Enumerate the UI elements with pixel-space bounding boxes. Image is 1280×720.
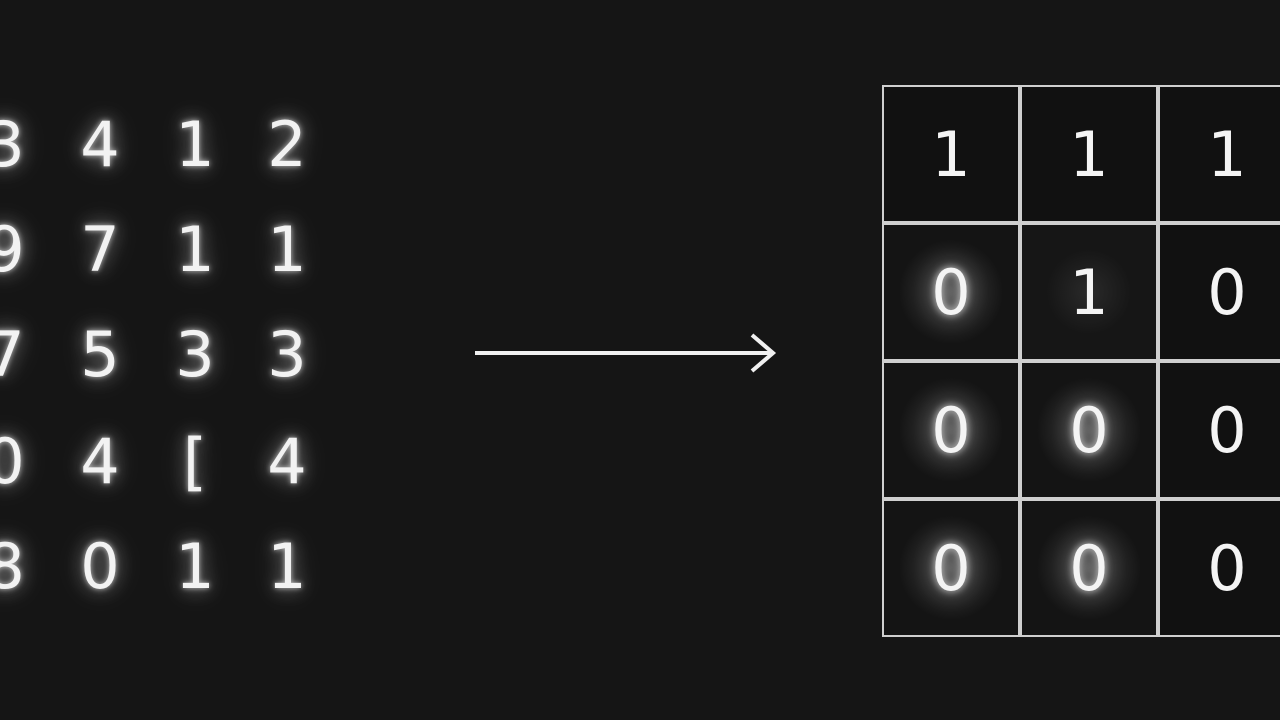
input-cell: 1 — [175, 213, 215, 286]
input-cell: 1 — [267, 213, 307, 286]
output-cell-value: 0 — [1069, 531, 1109, 605]
input-cell: 4 — [80, 425, 120, 498]
output-cell: 1 — [882, 85, 1020, 223]
output-cell-value: 1 — [1207, 117, 1247, 191]
output-cell-value: 1 — [1069, 117, 1109, 191]
input-cell: 3 — [175, 318, 215, 391]
output-cell: 0 — [1158, 361, 1280, 499]
output-cell: 0 — [1158, 223, 1280, 361]
input-cell: 0 — [80, 530, 120, 603]
output-cell: 0 — [1020, 499, 1158, 637]
output-cell-value: 0 — [1207, 531, 1247, 605]
output-cell: 1 — [1020, 223, 1158, 361]
input-cell: 0 — [0, 425, 25, 498]
output-cell-value: 0 — [1207, 255, 1247, 329]
input-cell: 1 — [175, 530, 215, 603]
input-cell: 3 — [267, 318, 307, 391]
input-cell: 1 — [175, 108, 215, 181]
output-cell: 0 — [1158, 499, 1280, 637]
input-cell: 8 — [0, 530, 25, 603]
input-cell: 7 — [0, 318, 25, 391]
output-cell: 0 — [882, 223, 1020, 361]
output-cell-value: 0 — [1207, 393, 1247, 467]
output-cell: 0 — [882, 499, 1020, 637]
input-cell: 9 — [0, 213, 25, 286]
input-cell: 4 — [80, 108, 120, 181]
input-cell: 3 — [0, 108, 25, 181]
output-cell-value: 0 — [931, 255, 971, 329]
output-cell-value: 0 — [931, 531, 971, 605]
input-cell: 4 — [267, 425, 307, 498]
output-cell: 1 — [1020, 85, 1158, 223]
output-cell-value: 0 — [1069, 393, 1109, 467]
output-cell: 0 — [882, 361, 1020, 499]
input-cell: 1 — [267, 530, 307, 603]
output-cell: 1 — [1158, 85, 1280, 223]
input-cell: 2 — [267, 108, 307, 181]
output-cell-value: 1 — [931, 117, 971, 191]
output-cell: 0 — [1020, 361, 1158, 499]
output-cell-value: 1 — [1069, 255, 1109, 329]
right-arrow-icon — [475, 333, 777, 373]
output-cell-value: 0 — [931, 393, 971, 467]
input-cell: 7 — [80, 213, 120, 286]
input-cell: 5 — [80, 318, 120, 391]
input-cell: [ — [182, 425, 208, 498]
